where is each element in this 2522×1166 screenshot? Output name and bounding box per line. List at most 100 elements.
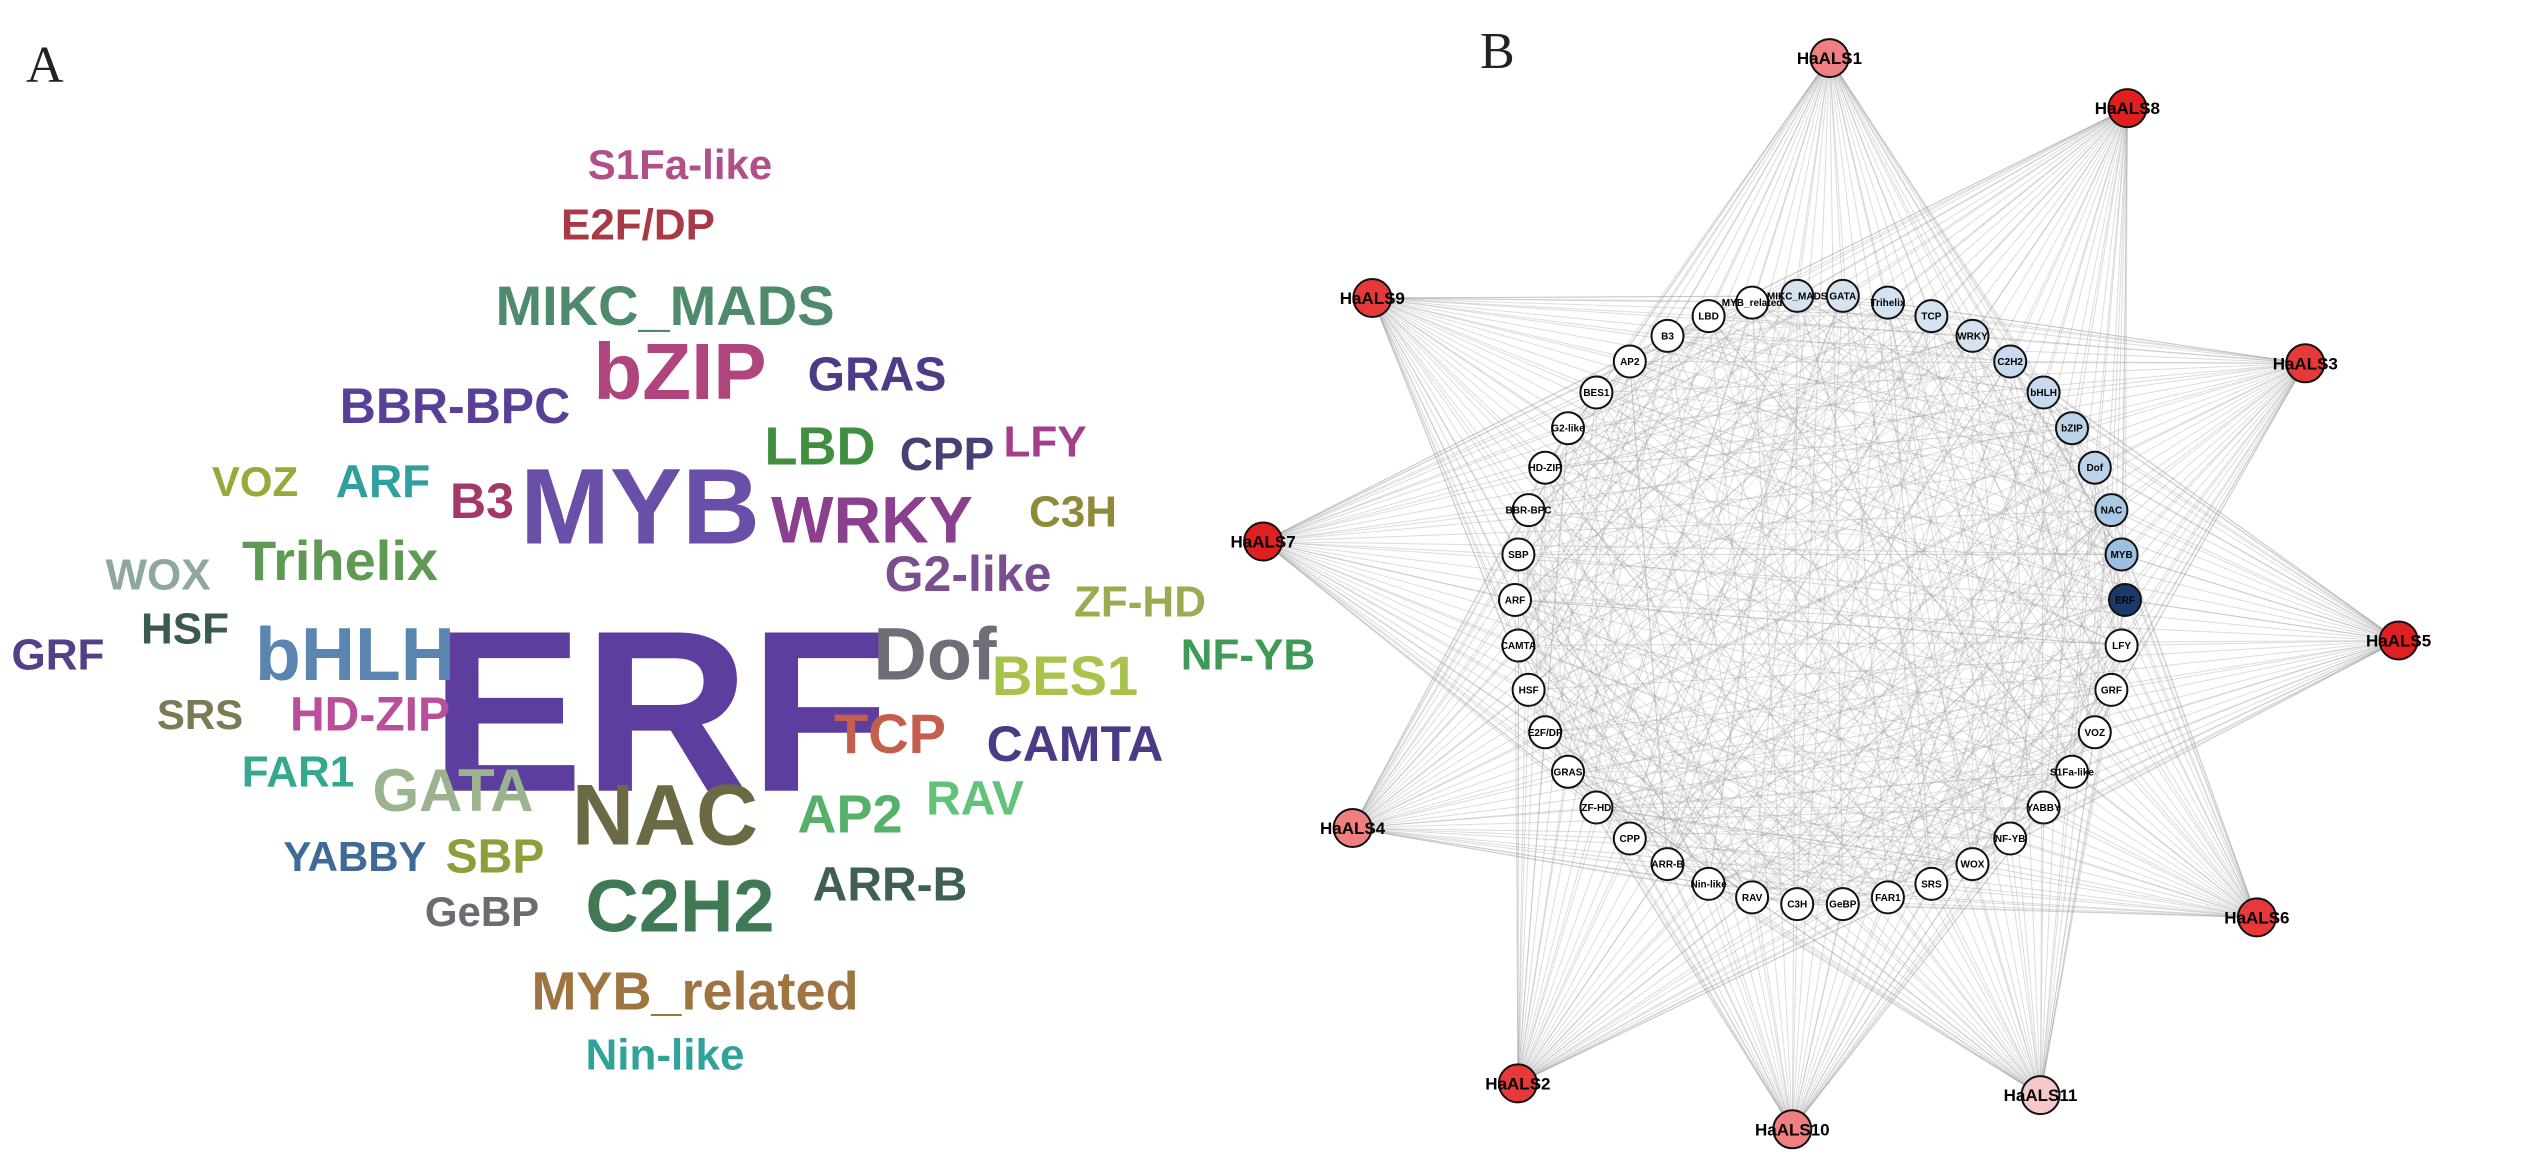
- edge-gene-2-tf-14: [1667, 362, 2306, 865]
- edge-gene-4-tf-1: [2121, 645, 2258, 918]
- edge-tf-28-tf-0: [1667, 335, 2126, 601]
- edge-gene-7-tf-16: [1517, 807, 1597, 1084]
- edge-tf-20-tf-36: [1518, 361, 2011, 646]
- tf-node-bes1: BES1: [1579, 375, 1614, 410]
- tf-node-circle: [1993, 344, 2028, 379]
- edge-gene-8-tf-31: [1352, 295, 1798, 829]
- word-myb: MYB: [520, 446, 760, 567]
- tf-node-label: B3: [1661, 331, 1674, 342]
- edge-gene-5-tf-32: [1842, 295, 2041, 1096]
- edge-gene-6-tf-17: [1567, 771, 1793, 1130]
- edge-gene-7-tf-2: [1517, 689, 2112, 1084]
- tf-node-label: GATA: [1829, 291, 1856, 302]
- edge-tf-30-tf-38: [1751, 302, 2073, 429]
- panel-b-letter: B: [1480, 23, 1515, 80]
- tf-node-yabby: YABBY: [2027, 790, 2061, 825]
- edge-gene-7-tf-14: [1517, 863, 1668, 1084]
- edge-tf-11-tf-38: [1796, 427, 2073, 905]
- tf-node-circle: [1870, 285, 1905, 320]
- edge-gene-3-tf-28: [1667, 335, 2399, 641]
- edge-gene-1-tf-37: [2043, 107, 2128, 393]
- edge-gene-6-tf-5: [1791, 807, 2044, 1130]
- edge-tf-3-tf-12: [1751, 731, 2096, 898]
- edge-tf-21-tf-1: [1514, 599, 2122, 646]
- edge-gene-2-tf-41: [2121, 362, 2306, 555]
- tf-node-label: C3H: [1787, 900, 1807, 911]
- edge-gene-6-tf-10: [1791, 903, 1844, 1130]
- gene-node-label: HaALS7: [1231, 533, 1296, 552]
- edge-gene-0-tf-12: [1751, 58, 1830, 898]
- tf-node-lbd: LBD: [1691, 299, 1726, 334]
- edge-tf-6-tf-16: [1596, 807, 2011, 839]
- tf-node-voz: VOZ: [2077, 715, 2112, 750]
- edge-gene-7-tf-20: [1517, 645, 1519, 1084]
- edge-gene-3-tf-16: [1596, 640, 2399, 808]
- edge-tf-18-tf-39: [1544, 467, 2096, 733]
- edge-gene-10-tf-3: [1372, 297, 2096, 733]
- edge-gene-2-tf-8: [1930, 363, 2306, 885]
- edge-gene-6-tf-38: [1791, 428, 2073, 1130]
- tf-node-circle: [1612, 344, 1647, 379]
- edge-gene-9-tf-26: [1262, 392, 1597, 542]
- tf-node-circle: [1914, 299, 1949, 334]
- edge-gene-0-tf-36: [1829, 57, 2011, 362]
- edge-tf-38-tf-13: [1708, 427, 2073, 885]
- tf-node-label: GRF: [2101, 685, 2122, 696]
- word-s1fa-like: S1Fa-like: [588, 141, 772, 188]
- edge-gene-2-tf-13: [1708, 362, 2306, 885]
- edge-gene-7-tf-18: [1517, 732, 1546, 1084]
- edge-gene-6-tf-20: [1517, 645, 1793, 1130]
- word-cpp: CPP: [900, 428, 995, 480]
- edge-gene-8-tf-20: [1352, 645, 1519, 829]
- edge-gene-9-tf-19: [1262, 541, 1529, 691]
- tf-node-circle: [1691, 866, 1726, 901]
- edge-tf-36-tf-33: [1887, 302, 2011, 362]
- edge-gene-8-tf-4: [1352, 771, 2073, 829]
- tf-node-tcp: TCP: [1914, 299, 1949, 334]
- edge-gene-8-tf-17: [1352, 771, 1569, 829]
- edge-gene-10-tf-7: [1371, 297, 1973, 865]
- edge-tf-10-tf-28: [1667, 335, 1844, 905]
- edge-tf-39-tf-6: [2009, 467, 2096, 839]
- edge-tf-18-tf-4: [1545, 731, 2073, 773]
- edge-gene-4-tf-27: [1629, 361, 2258, 918]
- edge-gene-1-tf-18: [1544, 107, 2128, 733]
- edge-gene-2-tf-20: [1518, 362, 2306, 646]
- edge-gene-10-tf-12: [1371, 297, 1753, 898]
- tf-node-circle: [1501, 537, 1536, 572]
- edge-tf-15-tf-40: [1629, 509, 2112, 839]
- edge-gene-4-tf-7: [1972, 863, 2257, 918]
- edge-gene-1-tf-35: [1972, 107, 2128, 337]
- word-yabby: YABBY: [283, 833, 426, 880]
- tf-node-label: CAMTA: [1501, 641, 1536, 652]
- edge-tf-9-tf-24: [1544, 467, 1889, 898]
- edge-gene-3-tf-23: [1528, 509, 2399, 641]
- edge-tf-20-tf-12: [1518, 645, 1753, 898]
- edge-gene-5-tf-5: [2040, 807, 2045, 1096]
- edge-gene-10-tf-10: [1371, 297, 1844, 905]
- gene-node-label: HaALS5: [2366, 632, 2431, 651]
- edge-tf-15-tf-41: [1629, 554, 2122, 839]
- edge-gene-0-tf-34: [1829, 57, 1932, 317]
- edge-tf-41-tf-27: [1629, 361, 2122, 555]
- tf-node-circle: [2094, 672, 2129, 707]
- edge-gene-9-tf-2: [1263, 541, 2112, 691]
- edge-gene-3-tf-39: [2094, 467, 2399, 641]
- edge-tf-13-tf-40: [1708, 509, 2112, 885]
- edge-tf-19-tf-16: [1528, 689, 1597, 808]
- edge-tf-6-tf-38: [2009, 428, 2073, 839]
- edge-tf-30-tf-14: [1667, 302, 1753, 865]
- edge-gene-6-tf-34: [1791, 316, 1932, 1130]
- edge-gene-0-tf-32: [1829, 58, 1844, 296]
- edge-tf-15-tf-4: [1629, 771, 2073, 839]
- edge-gene-5-tf-9: [1887, 897, 2041, 1096]
- edge-gene-0-tf-5: [1829, 57, 2045, 808]
- edge-tf-24-tf-38: [1545, 427, 2073, 469]
- edge-gene-9-tf-15: [1262, 541, 1631, 839]
- edge-gene-10-tf-4: [1372, 297, 2073, 773]
- edge-gene-2-tf-25: [1567, 362, 2306, 429]
- edge-gene-7-tf-31: [1517, 295, 1798, 1084]
- edge-tf-32-tf-14: [1667, 295, 1844, 865]
- gene-node-circle: [1352, 278, 1393, 318]
